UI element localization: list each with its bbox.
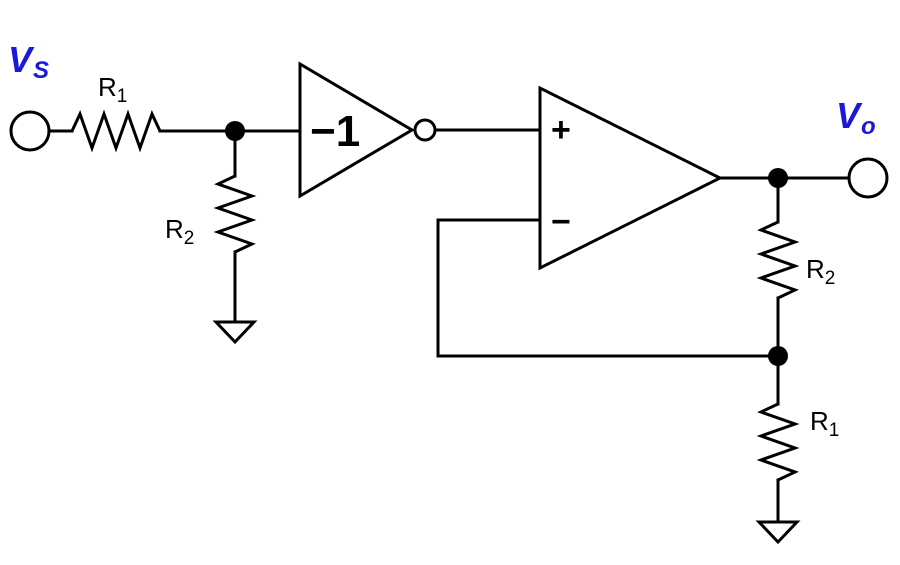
inverter-bubble (413, 118, 437, 142)
ground-icon (755, 520, 801, 545)
feedback-wire (436, 218, 780, 358)
ground-icon (212, 320, 258, 345)
opamp-icon (538, 85, 724, 271)
resistor-r1-ground (756, 402, 800, 482)
resistor-r2-shunt (213, 174, 257, 254)
input-label: VS (8, 39, 49, 84)
resistor-r2-feedback (756, 220, 800, 300)
r1-ground-label: R1 (810, 406, 839, 441)
output-terminal (847, 157, 889, 199)
opamp-minus-label: − (551, 203, 571, 241)
resistor-r1-input (70, 109, 162, 153)
inverter-gain-label: −1 (310, 107, 360, 156)
output-label: Vo (836, 95, 876, 140)
input-terminal (9, 110, 51, 152)
inverter-icon (298, 61, 415, 199)
r1-input-label: R1 (98, 72, 127, 107)
opamp-plus-label: + (551, 111, 571, 149)
r2-shunt-label: R2 (165, 214, 194, 249)
r2-feedback-label: R2 (806, 254, 835, 289)
